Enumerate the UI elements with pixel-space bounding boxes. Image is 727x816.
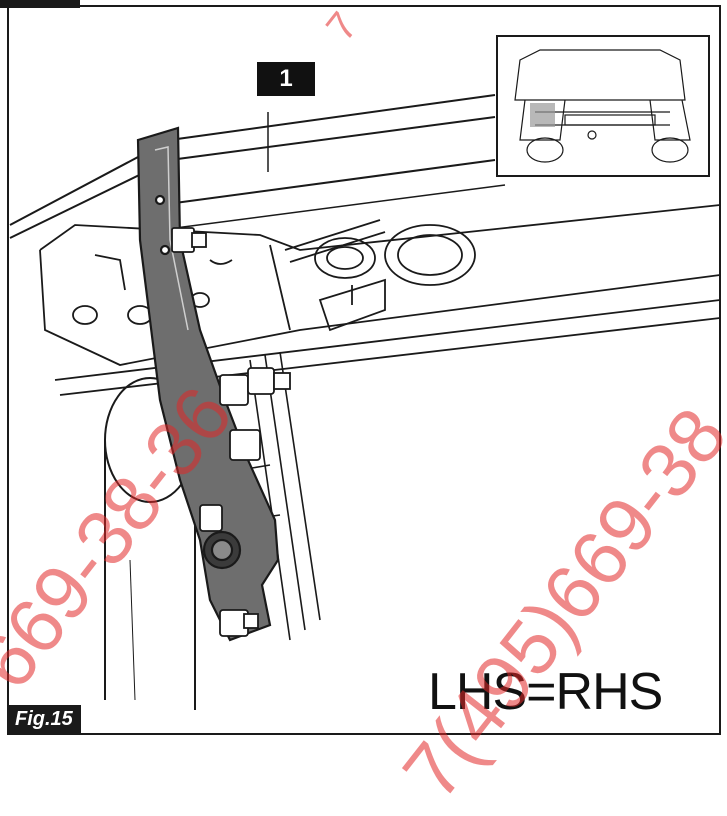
bolt-top [171, 227, 195, 253]
bolts [171, 227, 291, 637]
inset-view [496, 35, 710, 177]
assembly-drawing [7, 5, 721, 735]
nut-upper [219, 374, 249, 406]
beam-part-1 [9, 94, 506, 239]
figure-label: Fig.15 [7, 705, 81, 733]
mounting-bracket [136, 126, 280, 642]
nut-lower [229, 429, 261, 461]
chassis-rails [239, 351, 321, 641]
inset-highlight [530, 103, 555, 127]
side-note: LHS=RHS [428, 663, 663, 721]
figure-tab-top [0, 0, 80, 8]
frame-border [7, 5, 721, 735]
callout-label: 1 [257, 62, 315, 96]
